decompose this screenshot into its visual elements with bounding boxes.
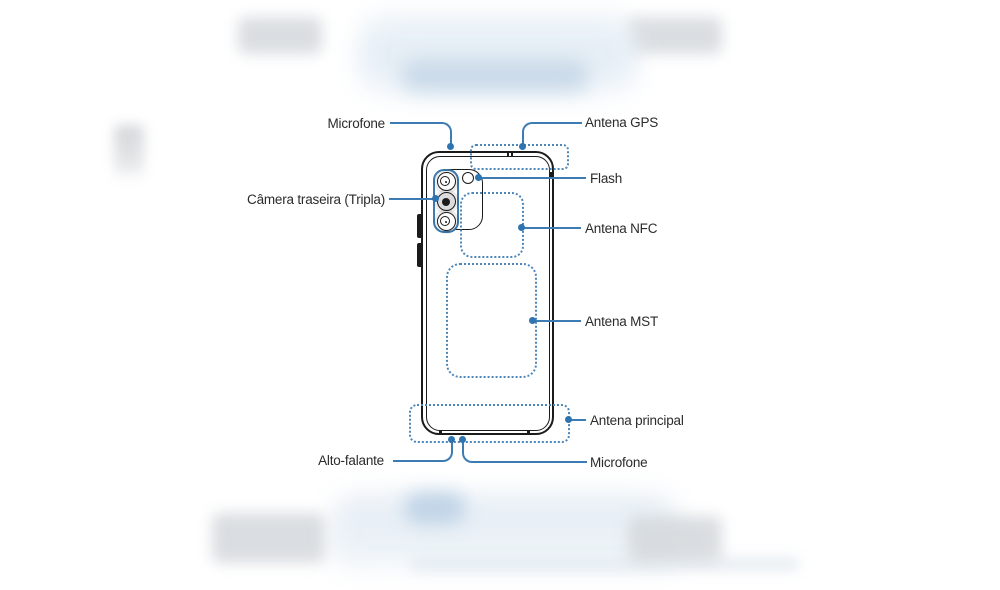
blurred-text-block	[238, 17, 322, 54]
lens-center-icon	[445, 220, 448, 223]
nfc-antenna-region	[460, 192, 524, 258]
camera-lens-bottom	[436, 212, 456, 231]
blurred-text-block	[625, 17, 722, 54]
lens-ring-icon	[440, 175, 451, 186]
leader-dot-principal	[565, 416, 572, 423]
blurred-margin-mark	[114, 125, 144, 181]
volume-key	[417, 214, 423, 238]
leader-dot-camera	[432, 195, 439, 202]
top-antenna-line-mark	[507, 151, 509, 156]
label-antena-mst: Antena MST	[585, 314, 659, 329]
label-antena-gps: Antena GPS	[585, 115, 659, 130]
blurred-text-block	[628, 516, 722, 562]
leader-mic-bottom	[462, 440, 587, 463]
lens-center-icon	[442, 197, 451, 206]
label-flash: Flash	[590, 171, 623, 186]
bottom-port-mark	[527, 430, 530, 433]
top-mic-hole-mark	[511, 151, 513, 156]
blurred-figure-top	[358, 14, 638, 98]
blurred-figure-bottom-detail	[404, 492, 466, 524]
leader-dot-mic-top	[447, 143, 454, 150]
label-antena-principal: Antena principal	[590, 413, 684, 428]
leader-dot-nfc	[518, 224, 525, 231]
camera-lens-middle	[436, 192, 456, 211]
leader-gps	[522, 122, 582, 148]
label-antena-nfc: Antena NFC	[585, 221, 658, 236]
bottom-port-mark	[439, 430, 442, 433]
flash-led-icon	[462, 172, 474, 184]
leader-dot-mic-bottom	[459, 436, 466, 443]
leader-mst	[535, 320, 581, 322]
camera-lens-top	[436, 172, 456, 191]
power-key	[417, 243, 423, 267]
right-antenna-line-mark	[550, 172, 554, 178]
leader-dot-gps	[519, 143, 526, 150]
blurred-text-block	[212, 513, 325, 563]
lens-center-icon	[445, 180, 448, 183]
phone-back-inner-line	[425, 155, 550, 431]
blurred-figure-bottom	[330, 494, 680, 578]
label-microfone-top: Microfone	[327, 116, 386, 131]
leader-dot-flash	[475, 174, 482, 181]
blurred-caption-line	[410, 556, 800, 572]
leader-mic-top	[390, 122, 452, 148]
leader-dot-mst	[529, 317, 536, 324]
leader-camera	[389, 198, 433, 200]
label-camera-traseira: Câmera traseira (Tripla)	[247, 192, 385, 207]
leader-flash	[480, 177, 586, 179]
blurred-figure-top-detail	[400, 60, 590, 92]
label-microfone-bottom: Microfone	[590, 455, 648, 470]
leader-speaker	[393, 440, 453, 462]
leader-dot-speaker	[448, 436, 455, 443]
leader-nfc	[524, 227, 581, 229]
leader-principal	[571, 419, 586, 421]
lens-ring-icon	[440, 215, 451, 226]
main-antenna-region	[409, 404, 570, 443]
label-alto-falante: Alto-falante	[318, 453, 384, 468]
mst-antenna-region	[446, 263, 537, 378]
